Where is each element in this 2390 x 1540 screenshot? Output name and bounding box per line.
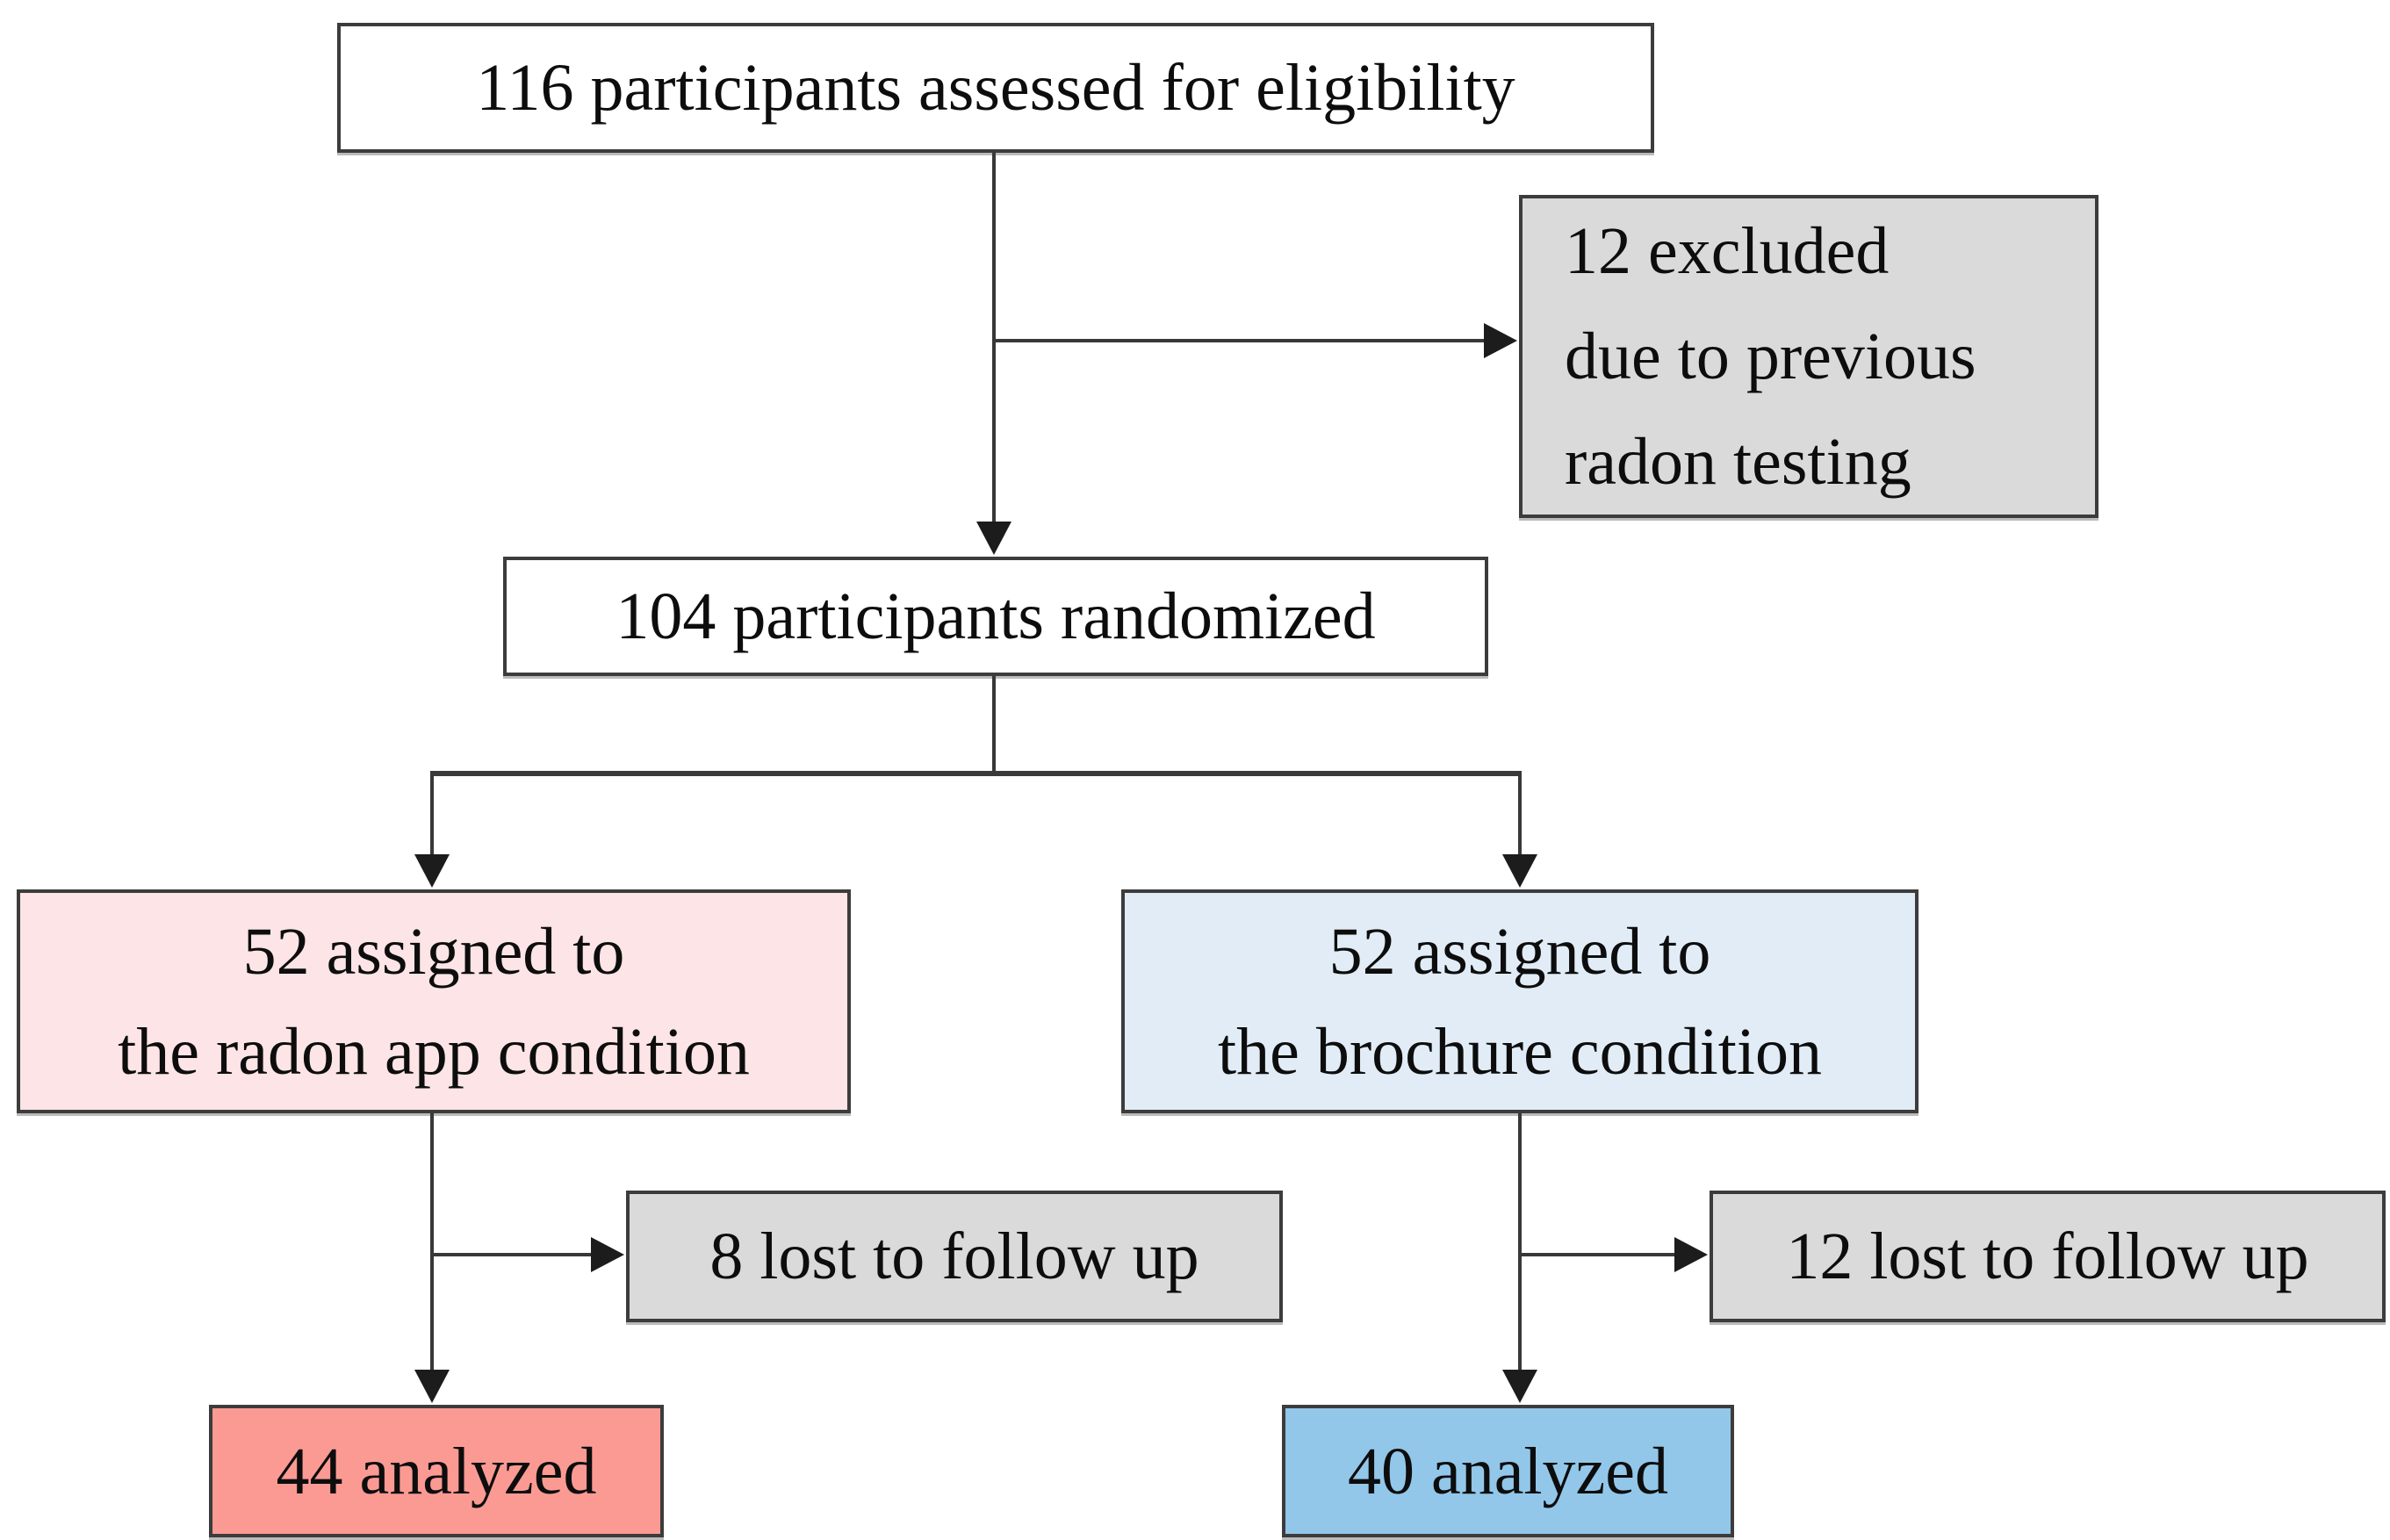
randomized-label: 104 participants randomized (615, 579, 1376, 653)
connector-branch-to-brochure-condition (1518, 771, 1522, 855)
excluded-box: 12 excluded due to previous radon testin… (1519, 195, 2098, 518)
branch-horizontal-line (430, 771, 1522, 776)
app-analyzed-label: 44 analyzed (276, 1434, 597, 1508)
connector-branch-to-app-condition (430, 771, 434, 855)
arrowhead-right-into-app-lost-icon (591, 1237, 624, 1272)
brochure-lost-label: 12 lost to follow up (1786, 1220, 2309, 1293)
arrowhead-down-into-brochure-analyzed-icon (1502, 1370, 1537, 1403)
app-lost-to-follow-up-box: 8 lost to follow up (626, 1191, 1283, 1322)
brochure-condition-box: 52 assigned to the brochure condition (1121, 889, 1918, 1113)
brochure-analyzed-label: 40 analyzed (1347, 1434, 1669, 1508)
arrowhead-down-into-app-analyzed-icon (414, 1370, 450, 1403)
eligibility-box: 116 participants assessed for eligibilit… (337, 23, 1654, 153)
connector-brochure-condition-to-analyzed (1518, 1113, 1522, 1371)
connector-to-app-lost (432, 1253, 593, 1256)
radon-app-condition-box: 52 assigned to the radon app condition (17, 889, 851, 1113)
excluded-line-1: 12 excluded (1565, 213, 1890, 288)
connector-to-excluded (994, 339, 1486, 342)
connector-randomized-to-branch (992, 676, 996, 774)
brochure-lost-to-follow-up-box: 12 lost to follow up (1710, 1191, 2386, 1322)
excluded-line-2: due to previous (1565, 319, 1976, 393)
excluded-line-3: radon testing (1565, 425, 1911, 500)
brochure-analyzed-box: 40 analyzed (1282, 1405, 1734, 1537)
arrowhead-down-into-randomized-icon (976, 522, 1011, 555)
arrowhead-down-into-app-condition-icon (414, 854, 450, 888)
app-lost-label: 8 lost to follow up (709, 1220, 1199, 1293)
app-analyzed-box: 44 analyzed (209, 1405, 664, 1537)
brochure-condition-line-1: 52 assigned to (1328, 914, 1711, 989)
arrowhead-right-into-brochure-lost-icon (1674, 1237, 1708, 1272)
connector-to-brochure-lost (1520, 1253, 1676, 1256)
randomized-box: 104 participants randomized (503, 557, 1488, 676)
arrowhead-down-into-brochure-condition-icon (1502, 854, 1537, 888)
brochure-condition-line-2: the brochure condition (1217, 1014, 1822, 1089)
app-condition-line-1: 52 assigned to (242, 914, 625, 989)
eligibility-label: 116 participants assessed for eligibilit… (476, 51, 1515, 125)
app-condition-line-2: the radon app condition (118, 1014, 750, 1089)
arrowhead-right-into-excluded-icon (1484, 323, 1517, 358)
connector-app-condition-to-analyzed (430, 1113, 434, 1371)
